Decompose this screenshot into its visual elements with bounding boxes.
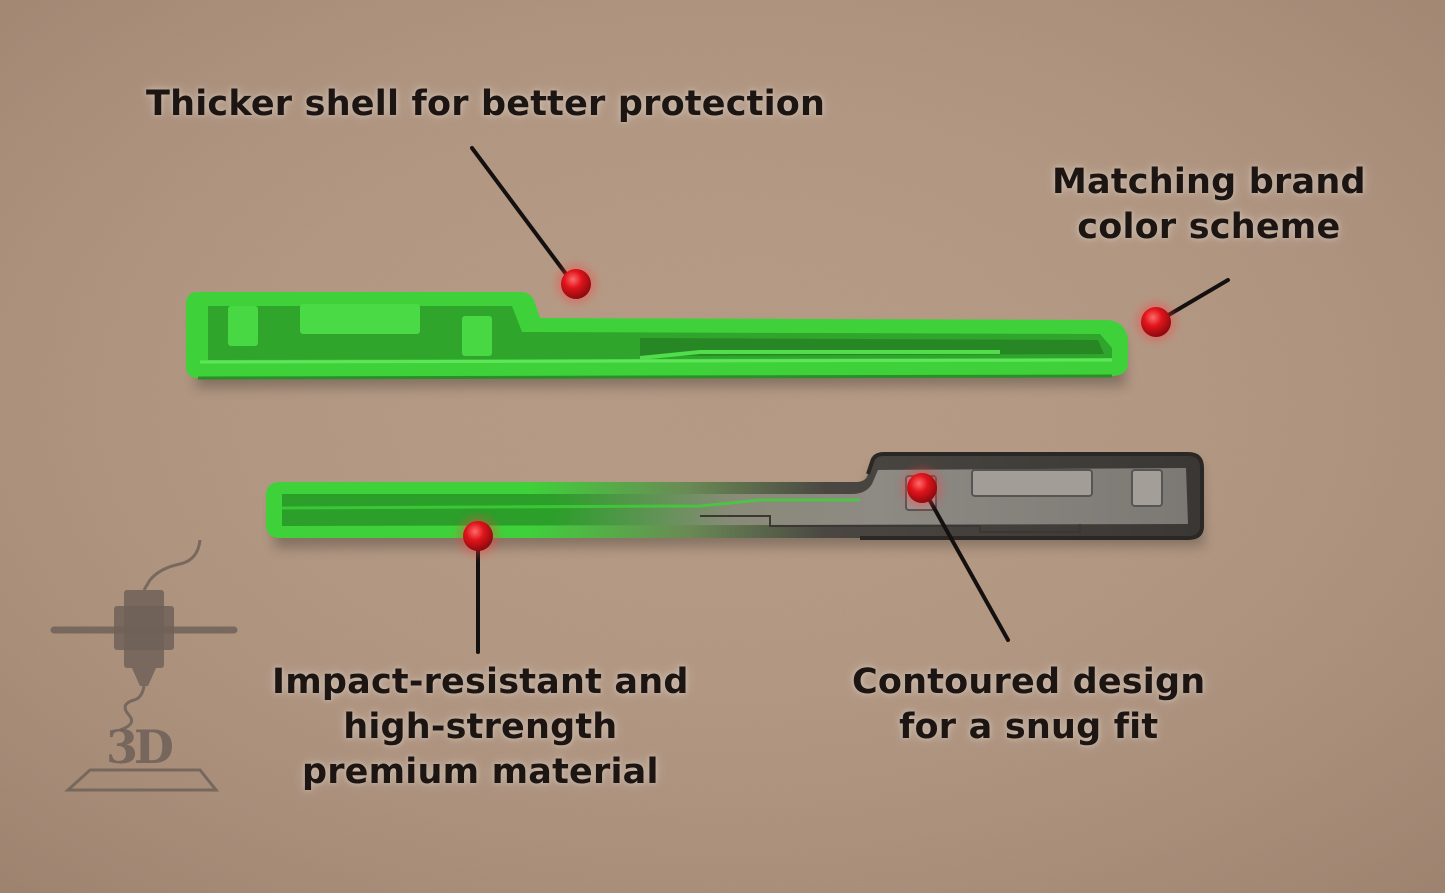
- callout-impact-line-1: Impact-resistant and: [272, 662, 689, 702]
- callout-impact-line-3: premium material: [301, 752, 659, 792]
- marker-dots: [458, 264, 1176, 556]
- pointer-lines: [470, 146, 1230, 654]
- callout-impact-line-2: high-strength: [343, 707, 618, 747]
- marker-dot-thicker-shell: [556, 264, 596, 304]
- callout-impact-resistant: Impact-resistant and high-strength premi…: [272, 660, 689, 795]
- callout-contoured-line-2: for a snug fit: [899, 707, 1159, 747]
- pointer-line-contoured: [922, 488, 1010, 642]
- callout-contoured-line-1: Contoured design: [852, 662, 1206, 702]
- callout-thicker-shell-line-1: Thicker shell for better protection: [146, 84, 826, 124]
- marker-dot-brand-color: [1136, 302, 1176, 342]
- callout-brand-color: Matching brand color scheme: [1052, 160, 1366, 250]
- logo-3d-text: 3D: [106, 720, 174, 774]
- callout-contoured-design: Contoured design for a snug fit: [852, 660, 1205, 750]
- callout-brand-color-line-1: Matching brand: [1052, 162, 1366, 202]
- top-green-shell: [186, 292, 1128, 388]
- pointer-line-thicker-shell: [470, 146, 574, 284]
- bottom-shell: [266, 452, 1204, 548]
- marker-dot-impact: [458, 516, 498, 556]
- callout-thicker-shell: Thicker shell for better protection: [146, 82, 825, 127]
- 3d-printer-logo: 3D: [50, 539, 240, 800]
- 3d-printer-nozzle-icon: [50, 539, 238, 792]
- marker-dot-contoured: [902, 468, 942, 508]
- callout-brand-color-line-2: color scheme: [1077, 207, 1341, 247]
